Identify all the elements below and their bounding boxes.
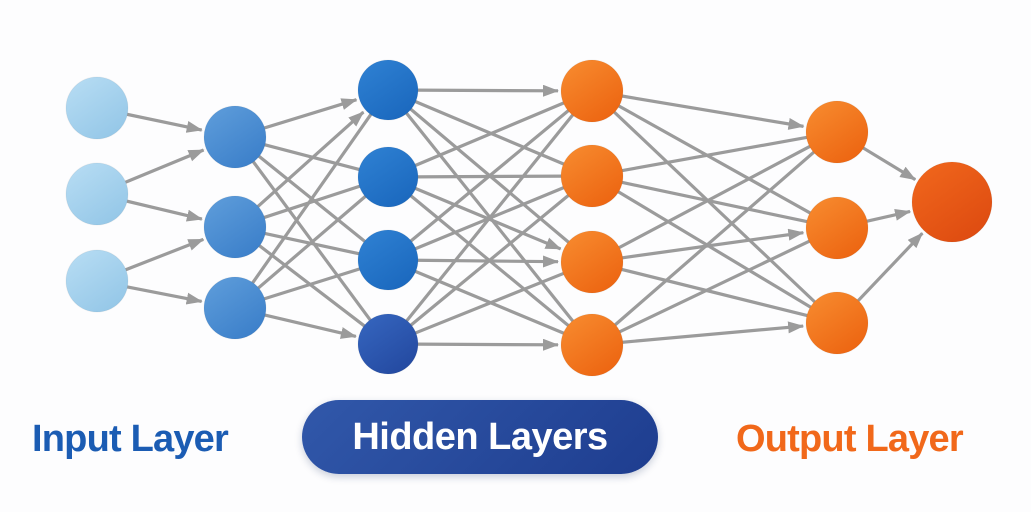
edge-hidden-layer-3-1-to-hidden-layer-4-3 [611,109,820,307]
edge-hidden-layer-3-1-to-hidden-layer-4-1 [619,94,805,130]
edge-input-layer-3-to-hidden-layer-1-2 [122,237,205,273]
node-hidden-layer-2-2 [357,146,419,208]
node-input-layer-2 [65,162,129,226]
hidden-layers-label: Hidden Layers [352,415,608,458]
node-hidden-layer-2-3 [357,229,419,291]
node-hidden-layer-4-1 [805,100,869,164]
edge-hidden-layer-3-1-to-hidden-layer-4-2 [615,103,816,217]
edge-input-layer-1-to-hidden-layer-1-1 [124,112,203,133]
edge-hidden-layer-1-3-to-hidden-layer-2-2 [255,192,371,292]
node-hidden-layer-3-2 [560,144,624,208]
edge-hidden-layer-1-2-to-hidden-layer-2-2 [261,183,365,220]
edge-hidden-layer-3-3-to-hidden-layer-4-3 [618,267,813,319]
node-hidden-layer-2-4 [357,313,419,375]
edge-hidden-layer-1-3-to-hidden-layer-2-4 [261,312,357,339]
edge-hidden-layer-3-2-to-hidden-layer-4-2 [619,180,812,225]
edge-hidden-layer-3-3-to-hidden-layer-4-2 [619,228,805,260]
node-hidden-layer-2-1 [357,59,419,121]
edge-hidden-layer-1-3-to-hidden-layer-2-1 [249,109,375,287]
node-output-layer-1 [911,161,993,243]
edge-hidden-layer-1-2-to-hidden-layer-2-3 [262,231,364,257]
edge-hidden-layer-3-3-to-hidden-layer-4-1 [615,142,815,251]
node-hidden-layer-1-1 [203,105,267,169]
edge-hidden-layer-4-1-to-output-layer-1 [860,145,917,182]
node-hidden-layer-1-2 [203,195,267,259]
node-hidden-layer-4-2 [805,196,869,260]
edge-hidden-layer-4-3-to-output-layer-1 [855,232,924,304]
node-input-layer-1 [65,76,129,140]
edge-hidden-layer-3-4-to-hidden-layer-4-1 [612,147,819,328]
edge-hidden-layer-2-3-to-hidden-layer-3-1 [407,106,573,245]
edge-hidden-layer-4-2-to-output-layer-1 [863,208,912,224]
edge-hidden-layer-2-4-to-hidden-layer-3-3 [412,270,569,336]
edge-hidden-layer-1-2-to-hidden-layer-2-4 [256,242,370,331]
edge-input-layer-2-to-hidden-layer-1-1 [122,148,205,185]
edge-hidden-layer-1-3-to-hidden-layer-2-3 [261,265,365,302]
edge-input-layer-3-to-hidden-layer-1-3 [124,284,203,305]
edge-hidden-layer-3-2-to-hidden-layer-4-1 [619,135,812,173]
hidden-layers-pill: Hidden Layers [302,400,658,474]
output-layer-label: Output Layer [736,418,964,460]
input-layer-label: Input Layer [32,418,229,460]
edge-hidden-layer-1-2-to-hidden-layer-2-1 [254,110,365,210]
edge-hidden-layer-3-4-to-hidden-layer-4-3 [619,321,805,345]
edge-hidden-layer-2-4-to-hidden-layer-3-4 [414,338,560,351]
edge-hidden-layer-2-1-to-hidden-layer-3-1 [414,84,560,97]
nodes-group [65,59,993,377]
node-hidden-layer-3-1 [560,59,624,123]
edge-input-layer-2-to-hidden-layer-1-2 [123,198,203,222]
edge-hidden-layer-1-1-to-hidden-layer-2-1 [261,98,358,131]
edges-group [122,84,924,351]
edge-hidden-layer-2-4-to-hidden-layer-3-2 [407,191,573,329]
node-hidden-layer-1-3 [203,276,267,340]
edge-hidden-layer-2-4-to-hidden-layer-3-1 [403,110,577,324]
edge-hidden-layer-3-2-to-hidden-layer-4-3 [615,189,816,311]
node-hidden-layer-4-3 [805,291,869,355]
node-hidden-layer-3-3 [560,230,624,294]
node-input-layer-3 [65,249,129,313]
edge-hidden-layer-2-2-to-hidden-layer-3-1 [412,99,569,168]
node-hidden-layer-3-4 [560,313,624,377]
edge-hidden-layer-3-4-to-hidden-layer-4-2 [616,237,815,335]
